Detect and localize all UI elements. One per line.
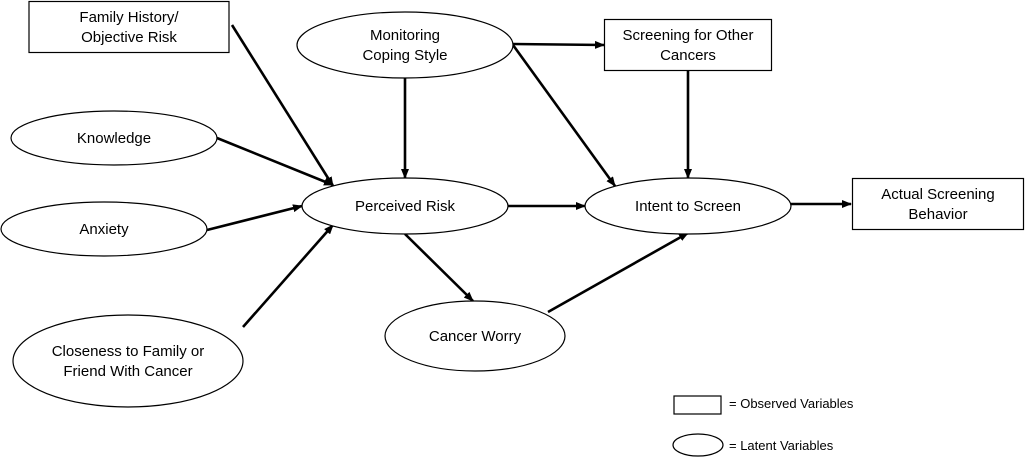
edge-closeness-to-perceived-risk [242,224,334,328]
node-label: Monitoring [370,27,440,44]
node-label: Friend With Cancer [63,363,192,380]
observed-variable-box [603,18,773,72]
node-perceived-risk: Perceived Risk [301,177,509,235]
node-label: Behavior [908,206,967,223]
node-knowledge: Knowledge [10,110,218,166]
node-closeness: Closeness to Family or Friend With Cancer [12,314,244,408]
edge-cancer-worry-to-intent [547,231,689,314]
node-label: Perceived Risk [355,198,456,215]
node-label: Closeness to Family or [52,343,205,360]
node-cancer-worry: Cancer Worry [384,300,566,372]
node-anxiety: Anxiety [0,201,208,257]
edge-monitoring-to-screening-other [512,40,605,49]
node-label: Cancer Worry [429,328,522,345]
legend-latent-label: = Latent Variables [729,438,834,453]
legend-observed-swatch [673,395,722,415]
node-label: Coping Style [362,47,447,64]
node-label: Anxiety [79,221,129,238]
edge-anxiety-to-perceived-risk [206,204,303,232]
latent-variable-ellipse [301,177,509,235]
node-label: Intent to Screen [635,198,741,215]
legend-observed-label: = Observed Variables [729,396,854,411]
latent-variable-ellipse [12,314,244,408]
node-label: Family History/ [79,9,179,26]
latent-variable-ellipse [0,201,208,257]
node-label: Actual Screening [881,186,994,203]
edge-knowledge-to-perceived-risk [216,136,334,187]
observed-variable-box [851,177,1025,231]
edge-family-history-to-perceived-risk [230,24,335,187]
legend: = Observed Variables = Latent Variables [672,395,854,457]
node-label: Screening for Other [623,27,754,44]
node-label: Cancers [660,47,716,64]
latent-variable-ellipse [296,11,514,79]
node-label: Knowledge [77,130,151,147]
edge-perceived-risk-to-cancer-worry [404,233,474,302]
edge-monitoring-to-intent [511,44,617,187]
node-family-history: Family History/Objective Risk [28,0,230,54]
edges-layer [206,24,852,328]
node-label: Objective Risk [81,29,177,46]
latent-variable-ellipse [10,110,218,166]
latent-variable-ellipse [384,300,566,372]
observed-variable-box [28,0,230,54]
legend-latent-swatch [672,433,724,457]
node-intent: Intent to Screen [584,177,792,235]
latent-variable-ellipse [584,177,792,235]
